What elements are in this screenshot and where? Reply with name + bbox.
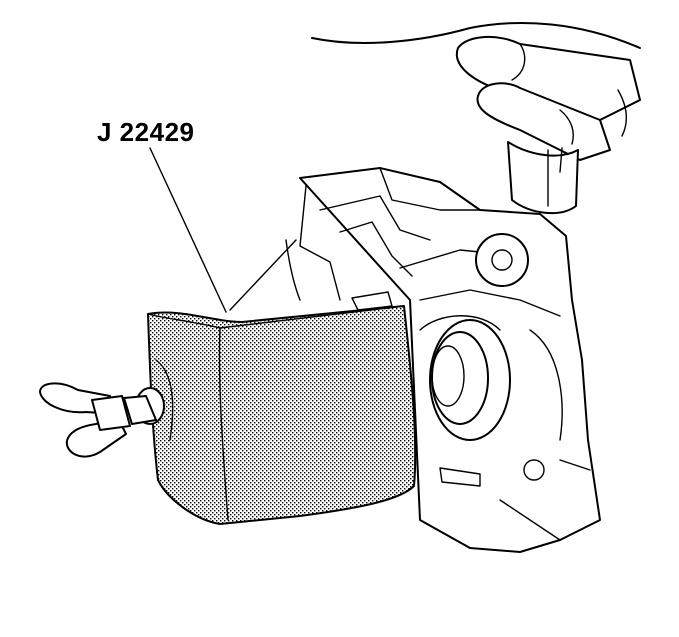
housing-drawing xyxy=(285,167,601,553)
callout-leader-line xyxy=(149,147,227,313)
wing-nut-icon xyxy=(39,382,165,458)
tool-callout-label: J 22429 xyxy=(97,117,195,147)
tool-plate-drawing xyxy=(147,305,417,525)
hand-drawing xyxy=(311,22,641,215)
callout-leader-line-secondary xyxy=(229,239,297,311)
